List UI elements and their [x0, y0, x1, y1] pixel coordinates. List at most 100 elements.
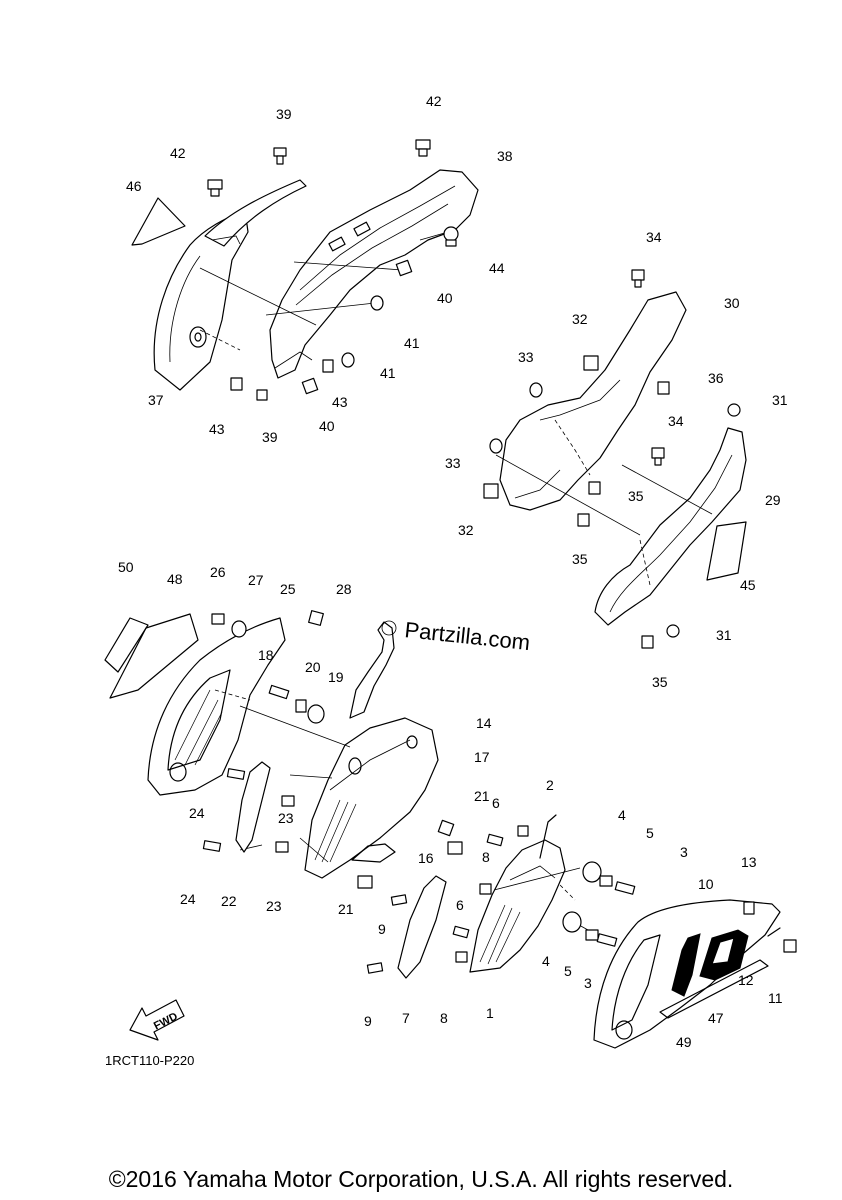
- fastener-39-top: [273, 147, 287, 165]
- callout-c23b: 23: [266, 898, 282, 914]
- bolt-24-a: [226, 768, 246, 780]
- part-47-stripe: [659, 959, 769, 1019]
- collar-20: [295, 699, 307, 713]
- callout-c19: 19: [328, 669, 344, 685]
- grommet-4-a: [582, 861, 602, 883]
- callout-c27: 27: [248, 572, 264, 588]
- bolt-3-b: [596, 933, 618, 947]
- callout-c46: 46: [126, 178, 142, 194]
- callout-c4b: 4: [542, 953, 550, 969]
- part-50-decal: [104, 617, 149, 673]
- callout-c29: 29: [765, 492, 781, 508]
- callout-c8b: 8: [440, 1010, 448, 1026]
- fastener-42-top: [415, 139, 431, 157]
- bolt-9-b: [366, 962, 384, 974]
- callout-c49: 49: [676, 1034, 692, 1050]
- part-14-panel: [304, 717, 439, 879]
- callout-c50: 50: [118, 559, 134, 575]
- grommet-35-a: [588, 481, 601, 495]
- clip-12: [767, 927, 781, 937]
- fastener-44: [443, 226, 459, 247]
- parts-diagram: FWD Partzilla.com 1RCT110-P220 42 39 38 …: [104, 93, 797, 1068]
- part-2-arm: [539, 814, 557, 859]
- callout-c24b: 24: [180, 891, 196, 907]
- callout-c39b: 39: [262, 429, 278, 445]
- part-25-cover: [147, 617, 286, 796]
- bolt-9-a: [390, 894, 408, 906]
- callout-c36: 36: [708, 370, 724, 386]
- diagram-code: 1RCT110-P220: [105, 1053, 194, 1068]
- bolt-34-a: [631, 269, 645, 288]
- callout-c31b: 31: [716, 627, 732, 643]
- callout-c43a: 43: [332, 394, 348, 410]
- grommet-4-b: [562, 911, 582, 933]
- callout-c11: 11: [768, 990, 783, 1006]
- callout-c30: 30: [724, 295, 740, 311]
- callout-c35a: 35: [628, 488, 644, 504]
- callout-c10: 10: [698, 876, 714, 892]
- callout-c32a: 32: [572, 311, 588, 327]
- bolt-11: [783, 939, 797, 953]
- part-49-graphic: [671, 929, 749, 997]
- part-45-decal: [706, 521, 747, 581]
- watermark-text: Partzilla.com: [403, 617, 531, 655]
- callout-c43b: 43: [209, 421, 225, 437]
- part-38-panel: [269, 169, 479, 379]
- callout-c2: 2: [546, 777, 554, 793]
- bolt-2: [517, 825, 529, 837]
- callout-c25: 25: [280, 581, 296, 597]
- callout-c33a: 33: [518, 349, 534, 365]
- clip-40-b: [301, 377, 319, 395]
- grommet-35-b: [577, 513, 590, 527]
- callout-c12: 12: [738, 972, 754, 988]
- callout-c47: 47: [708, 1010, 724, 1026]
- callout-c6b: 6: [456, 897, 464, 913]
- callout-c4a: 4: [618, 807, 626, 823]
- callout-labels: 42 39 38 42 46 44 40 41 41 43 37 43 39 4…: [118, 93, 788, 1050]
- bolt-6-b: [452, 925, 470, 939]
- grommet-35-c: [641, 635, 654, 649]
- part-29-cover: [594, 427, 747, 626]
- part-48-decal: [109, 613, 199, 699]
- nut-8-a: [479, 883, 492, 895]
- grommet-21-a: [447, 841, 463, 855]
- washer-41-a: [370, 295, 384, 311]
- nut-23-b: [275, 841, 289, 853]
- grommet-19: [307, 704, 325, 724]
- lower-right-assembly: [366, 814, 797, 1049]
- callout-c20: 20: [305, 659, 321, 675]
- callout-c33b: 33: [445, 455, 461, 471]
- grommet-43-b: [230, 377, 243, 391]
- part-22-pad: [235, 761, 271, 853]
- grommet-36: [657, 381, 670, 395]
- callout-c41b: 41: [380, 365, 396, 381]
- watermark: Partzilla.com: [381, 617, 531, 655]
- bolt-34-b: [651, 447, 665, 466]
- callout-c13: 13: [741, 854, 757, 870]
- callout-c40a: 40: [437, 290, 453, 306]
- nut-32-b: [483, 483, 499, 499]
- callout-c22: 22: [221, 893, 237, 909]
- callout-c42a: 42: [426, 93, 442, 109]
- nut-8-b: [455, 951, 468, 963]
- callout-c37: 37: [148, 392, 164, 408]
- fastener-39-low: [256, 389, 268, 401]
- collar-5-a: [599, 875, 613, 887]
- grommet-21-b: [357, 875, 373, 889]
- callout-c35c: 35: [652, 674, 668, 690]
- callout-c40b: 40: [319, 418, 335, 434]
- part-37-side-cover: [153, 209, 249, 391]
- part-7-pad: [397, 875, 447, 979]
- callout-c18: 18: [258, 647, 274, 663]
- callout-c38: 38: [497, 148, 513, 164]
- fwd-arrow-icon: FWD: [129, 999, 185, 1041]
- callout-c39a: 39: [276, 106, 292, 122]
- bolt-18: [268, 684, 290, 700]
- callout-c17: 17: [474, 749, 490, 765]
- callout-c28: 28: [336, 581, 352, 597]
- callout-c3a: 3: [680, 844, 688, 860]
- nut-23-a: [281, 795, 295, 807]
- callout-c21a: 21: [474, 788, 490, 804]
- bolt-31-b: [666, 624, 680, 638]
- bolt-6-a: [486, 833, 504, 847]
